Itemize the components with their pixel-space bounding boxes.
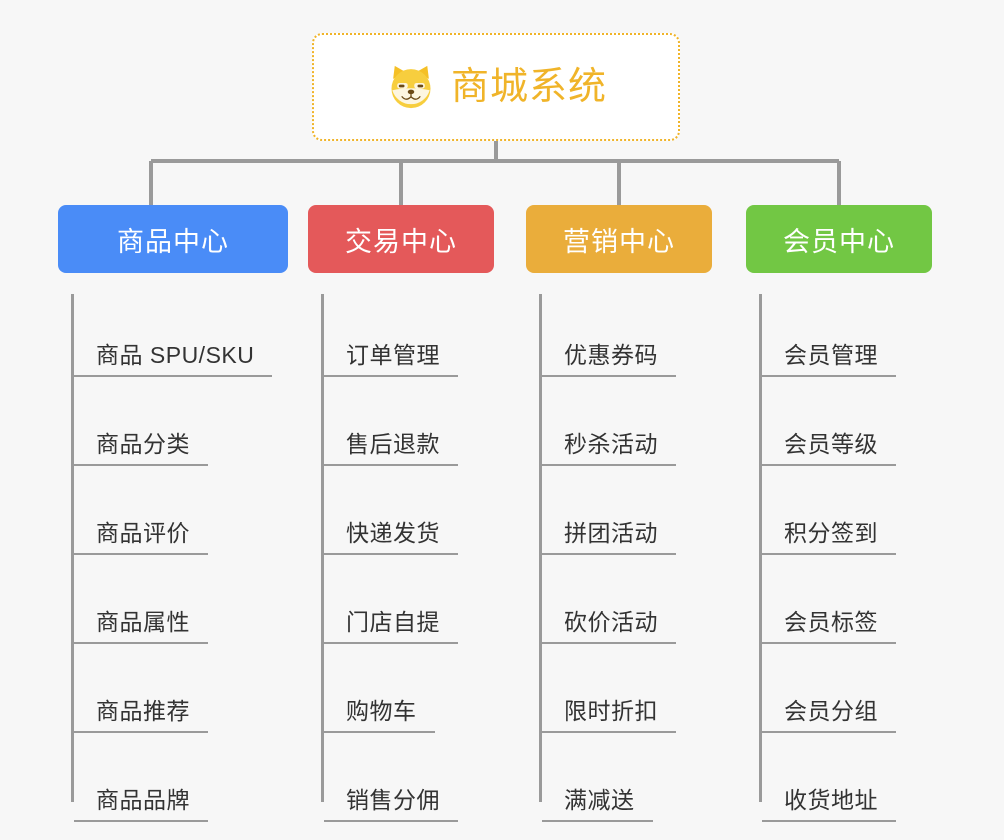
list-item[interactable]: 订单管理 — [322, 294, 494, 383]
leaf-label: 会员标签 — [762, 609, 896, 644]
branch-label: 会员中心 — [783, 226, 895, 257]
leaf-label: 购物车 — [324, 698, 435, 733]
branch-header-marketing-center[interactable]: 营销中心 — [526, 205, 712, 273]
list-item[interactable]: 商品属性 — [72, 561, 288, 650]
branch-header-trade-center[interactable]: 交易中心 — [308, 205, 494, 273]
list-item[interactable]: 门店自提 — [322, 561, 494, 650]
list-item[interactable]: 限时折扣 — [540, 650, 712, 739]
leaf-label: 收货地址 — [762, 787, 896, 822]
leaf-label: 商品品牌 — [74, 787, 208, 822]
leaf-list-marketing-center: 优惠券码 秒杀活动 拼团活动 砍价活动 限时折扣 满减送 — [526, 294, 712, 828]
leaf-label: 会员分组 — [762, 698, 896, 733]
list-item[interactable]: 秒杀活动 — [540, 383, 712, 472]
leaf-label: 销售分佣 — [324, 787, 458, 822]
leaf-list-product-center: 商品 SPU/SKU 商品分类 商品评价 商品属性 商品推荐 商品品牌 — [58, 294, 288, 828]
leaf-label: 门店自提 — [324, 609, 458, 644]
list-item[interactable]: 购物车 — [322, 650, 494, 739]
leaf-label: 会员管理 — [762, 342, 896, 377]
branch-header-product-center[interactable]: 商品中心 — [58, 205, 288, 273]
branch-member-center: 会员中心 会员管理 会员等级 积分签到 会员标签 会员分组 收货地址 — [746, 205, 932, 828]
list-item[interactable]: 售后退款 — [322, 383, 494, 472]
root-node[interactable]: 商城系统 — [312, 33, 680, 141]
list-item[interactable]: 快递发货 — [322, 472, 494, 561]
leaf-label: 商品 SPU/SKU — [74, 342, 273, 377]
branch-label: 交易中心 — [345, 226, 457, 257]
shiba-dog-face-icon — [391, 65, 431, 109]
branch-trade-center: 交易中心 订单管理 售后退款 快递发货 门店自提 购物车 销售分佣 — [308, 205, 494, 828]
leaf-label: 快递发货 — [324, 520, 458, 555]
list-item[interactable]: 商品分类 — [72, 383, 288, 472]
list-item[interactable]: 商品评价 — [72, 472, 288, 561]
leaf-label: 满减送 — [542, 787, 653, 822]
leaf-label: 会员等级 — [762, 431, 896, 466]
list-item[interactable]: 商品品牌 — [72, 739, 288, 828]
list-item[interactable]: 收货地址 — [760, 739, 932, 828]
leaf-label: 订单管理 — [324, 342, 458, 377]
leaf-label: 限时折扣 — [542, 698, 676, 733]
leaf-label: 积分签到 — [762, 520, 896, 555]
branch-label: 商品中心 — [117, 226, 229, 257]
list-item[interactable]: 商品 SPU/SKU — [72, 294, 288, 383]
leaf-label: 拼团活动 — [542, 520, 676, 555]
list-item[interactable]: 销售分佣 — [322, 739, 494, 828]
leaf-label: 商品推荐 — [74, 698, 208, 733]
branch-product-center: 商品中心 商品 SPU/SKU 商品分类 商品评价 商品属性 商品推荐 商品品牌 — [58, 205, 288, 828]
branch-header-member-center[interactable]: 会员中心 — [746, 205, 932, 273]
list-item[interactable]: 满减送 — [540, 739, 712, 828]
branch-label: 营销中心 — [563, 226, 675, 257]
leaf-label: 秒杀活动 — [542, 431, 676, 466]
leaf-label: 商品属性 — [74, 609, 208, 644]
list-item[interactable]: 会员标签 — [760, 561, 932, 650]
leaf-label: 优惠券码 — [542, 342, 676, 377]
leaf-label: 商品分类 — [74, 431, 208, 466]
leaf-label: 售后退款 — [324, 431, 458, 466]
leaf-label: 商品评价 — [74, 520, 208, 555]
list-item[interactable]: 会员管理 — [760, 294, 932, 383]
leaf-list-trade-center: 订单管理 售后退款 快递发货 门店自提 购物车 销售分佣 — [308, 294, 494, 828]
branch-marketing-center: 营销中心 优惠券码 秒杀活动 拼团活动 砍价活动 限时折扣 满减送 — [526, 205, 712, 828]
root-title: 商城系统 — [450, 66, 607, 108]
leaf-label: 砍价活动 — [542, 609, 676, 644]
list-item[interactable]: 商品推荐 — [72, 650, 288, 739]
list-item[interactable]: 砍价活动 — [540, 561, 712, 650]
list-item[interactable]: 会员分组 — [760, 650, 932, 739]
list-item[interactable]: 优惠券码 — [540, 294, 712, 383]
leaf-list-member-center: 会员管理 会员等级 积分签到 会员标签 会员分组 收货地址 — [746, 294, 932, 828]
list-item[interactable]: 积分签到 — [760, 472, 932, 561]
list-item[interactable]: 拼团活动 — [540, 472, 712, 561]
list-item[interactable]: 会员等级 — [760, 383, 932, 472]
